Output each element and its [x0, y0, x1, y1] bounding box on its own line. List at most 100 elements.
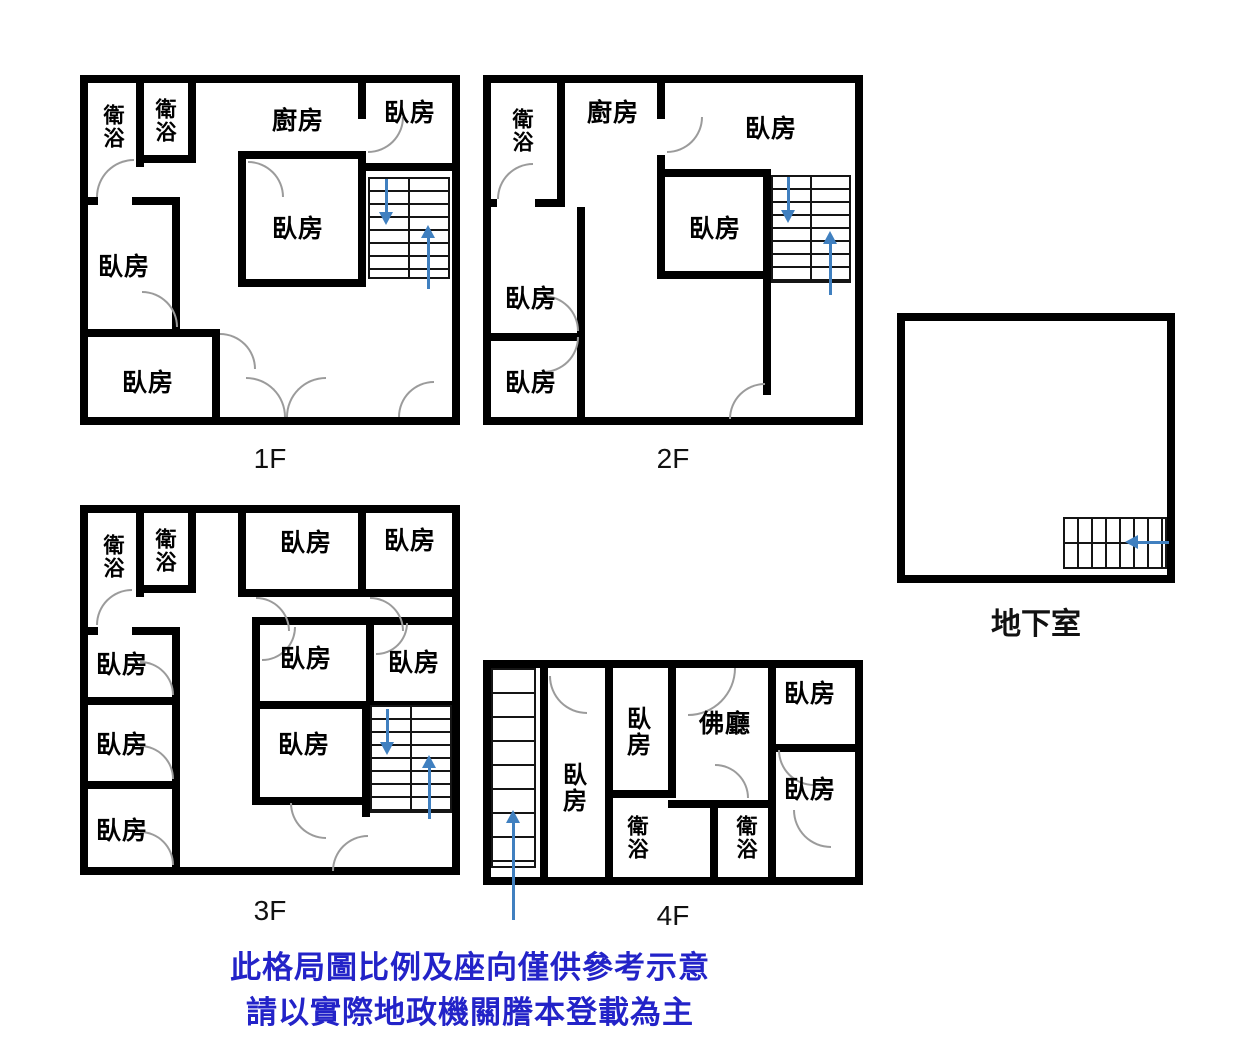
wall [188, 505, 196, 593]
wall [657, 75, 665, 119]
stair-up-arrow-icon [506, 810, 520, 920]
room-label: 臥房 [95, 651, 149, 679]
room-label: 臥房 [504, 285, 558, 313]
wall [80, 627, 98, 635]
floor-outline [80, 75, 460, 425]
stair-up-arrow-icon [823, 231, 837, 295]
wall [605, 660, 613, 885]
wall [80, 329, 220, 337]
wall [483, 333, 585, 341]
wall [657, 155, 665, 279]
room-label: 臥房 [95, 817, 149, 845]
staircase [370, 705, 452, 813]
room-label: 衛浴 [510, 108, 533, 154]
wall [358, 505, 366, 597]
room-label: 臥房 [95, 731, 149, 759]
floor-plan-4f: 臥房 臥房 衛浴 佛廳 臥房 臥房 衛浴 4F [483, 660, 863, 931]
wall [535, 199, 565, 207]
disclaimer-line-1: 此格局圖比例及座向僅供參考示意 [230, 950, 710, 985]
wall [252, 617, 452, 625]
room-label: 臥房 [783, 680, 837, 708]
room-label: 臥房 [271, 215, 325, 243]
room-label: 衛浴 [734, 815, 757, 861]
room-label: 廚房 [586, 99, 640, 127]
wall [668, 800, 776, 808]
stair-down-arrow-icon [379, 179, 393, 225]
wall [136, 155, 196, 163]
wall [136, 505, 144, 597]
wall [132, 197, 180, 205]
floor-label: 1F [253, 443, 287, 474]
wall [358, 163, 452, 171]
staircase [368, 177, 450, 279]
wall [252, 617, 260, 709]
wall [252, 701, 260, 805]
stair-up-arrow-icon [421, 225, 435, 289]
room-label: 衛浴 [625, 815, 648, 861]
floor-outline [80, 505, 460, 875]
stair-up-arrow-icon [422, 755, 436, 819]
room-label: 臥房 [387, 649, 441, 677]
room-label: 衛浴 [101, 534, 124, 580]
wall [366, 617, 374, 701]
wall [252, 701, 452, 709]
wall [577, 207, 585, 333]
room-label: 臥房 [383, 99, 437, 127]
wall [710, 800, 718, 885]
staircase [771, 175, 851, 283]
wall [80, 781, 180, 789]
room-label: 臥房 [97, 253, 151, 281]
wall [80, 697, 180, 705]
wall [358, 75, 366, 119]
floor-plan-1f: 衛浴 衛浴 廚房 臥房 臥房 臥房 臥房 1F [80, 75, 460, 474]
room-label: 臥房 [279, 645, 333, 673]
room-label: 臥房 [121, 369, 175, 397]
wall [252, 797, 370, 805]
wall [557, 75, 565, 207]
wall [238, 279, 366, 287]
room-label: 臥房 [279, 529, 333, 557]
wall [188, 75, 196, 163]
wall [80, 197, 98, 205]
wall [172, 197, 180, 337]
wall [657, 271, 771, 279]
room-label: 臥房 [744, 115, 798, 143]
wall [763, 169, 771, 395]
floor-plan-basement: 地下室 [897, 313, 1175, 641]
room-label: 衛浴 [101, 104, 124, 150]
floor-label: 3F [253, 895, 287, 926]
floor-label: 2F [656, 443, 690, 474]
room-label: 臥房 [383, 527, 437, 555]
wall [132, 627, 180, 635]
wall [657, 169, 771, 177]
wall [238, 589, 452, 597]
room-label: 臥房 [622, 706, 650, 758]
floor-plan-2f: 衛浴 廚房 臥房 臥房 臥房 臥房 2F [483, 75, 863, 474]
wall [238, 505, 246, 597]
wall [212, 329, 220, 425]
room-label: 廚房 [271, 107, 325, 135]
stair-down-arrow-icon [781, 177, 795, 223]
floor-outline [483, 75, 863, 425]
room-label: 佛廳 [698, 710, 752, 738]
wall [136, 585, 196, 593]
room-label: 衛浴 [153, 98, 176, 144]
floor-label: 4F [656, 900, 690, 931]
disclaimer-line-2: 請以實際地政機關謄本登載為主 [246, 994, 694, 1030]
wall [577, 341, 585, 425]
room-label: 臥房 [504, 369, 558, 397]
stair-down-arrow-icon [380, 709, 394, 755]
wall [136, 75, 144, 167]
room-label: 臥房 [558, 762, 586, 814]
room-label: 衛浴 [153, 528, 176, 574]
wall [605, 790, 675, 798]
room-label: 臥房 [277, 731, 331, 759]
room-label: 臥房 [688, 215, 742, 243]
wall [483, 199, 497, 207]
disclaimer-text: 此格局圖比例及座向僅供參考示意 請以實際地政機關謄本登載為主 [140, 946, 800, 1036]
wall [238, 151, 366, 159]
wall [768, 744, 863, 752]
wall [540, 660, 548, 885]
wall [358, 153, 366, 287]
